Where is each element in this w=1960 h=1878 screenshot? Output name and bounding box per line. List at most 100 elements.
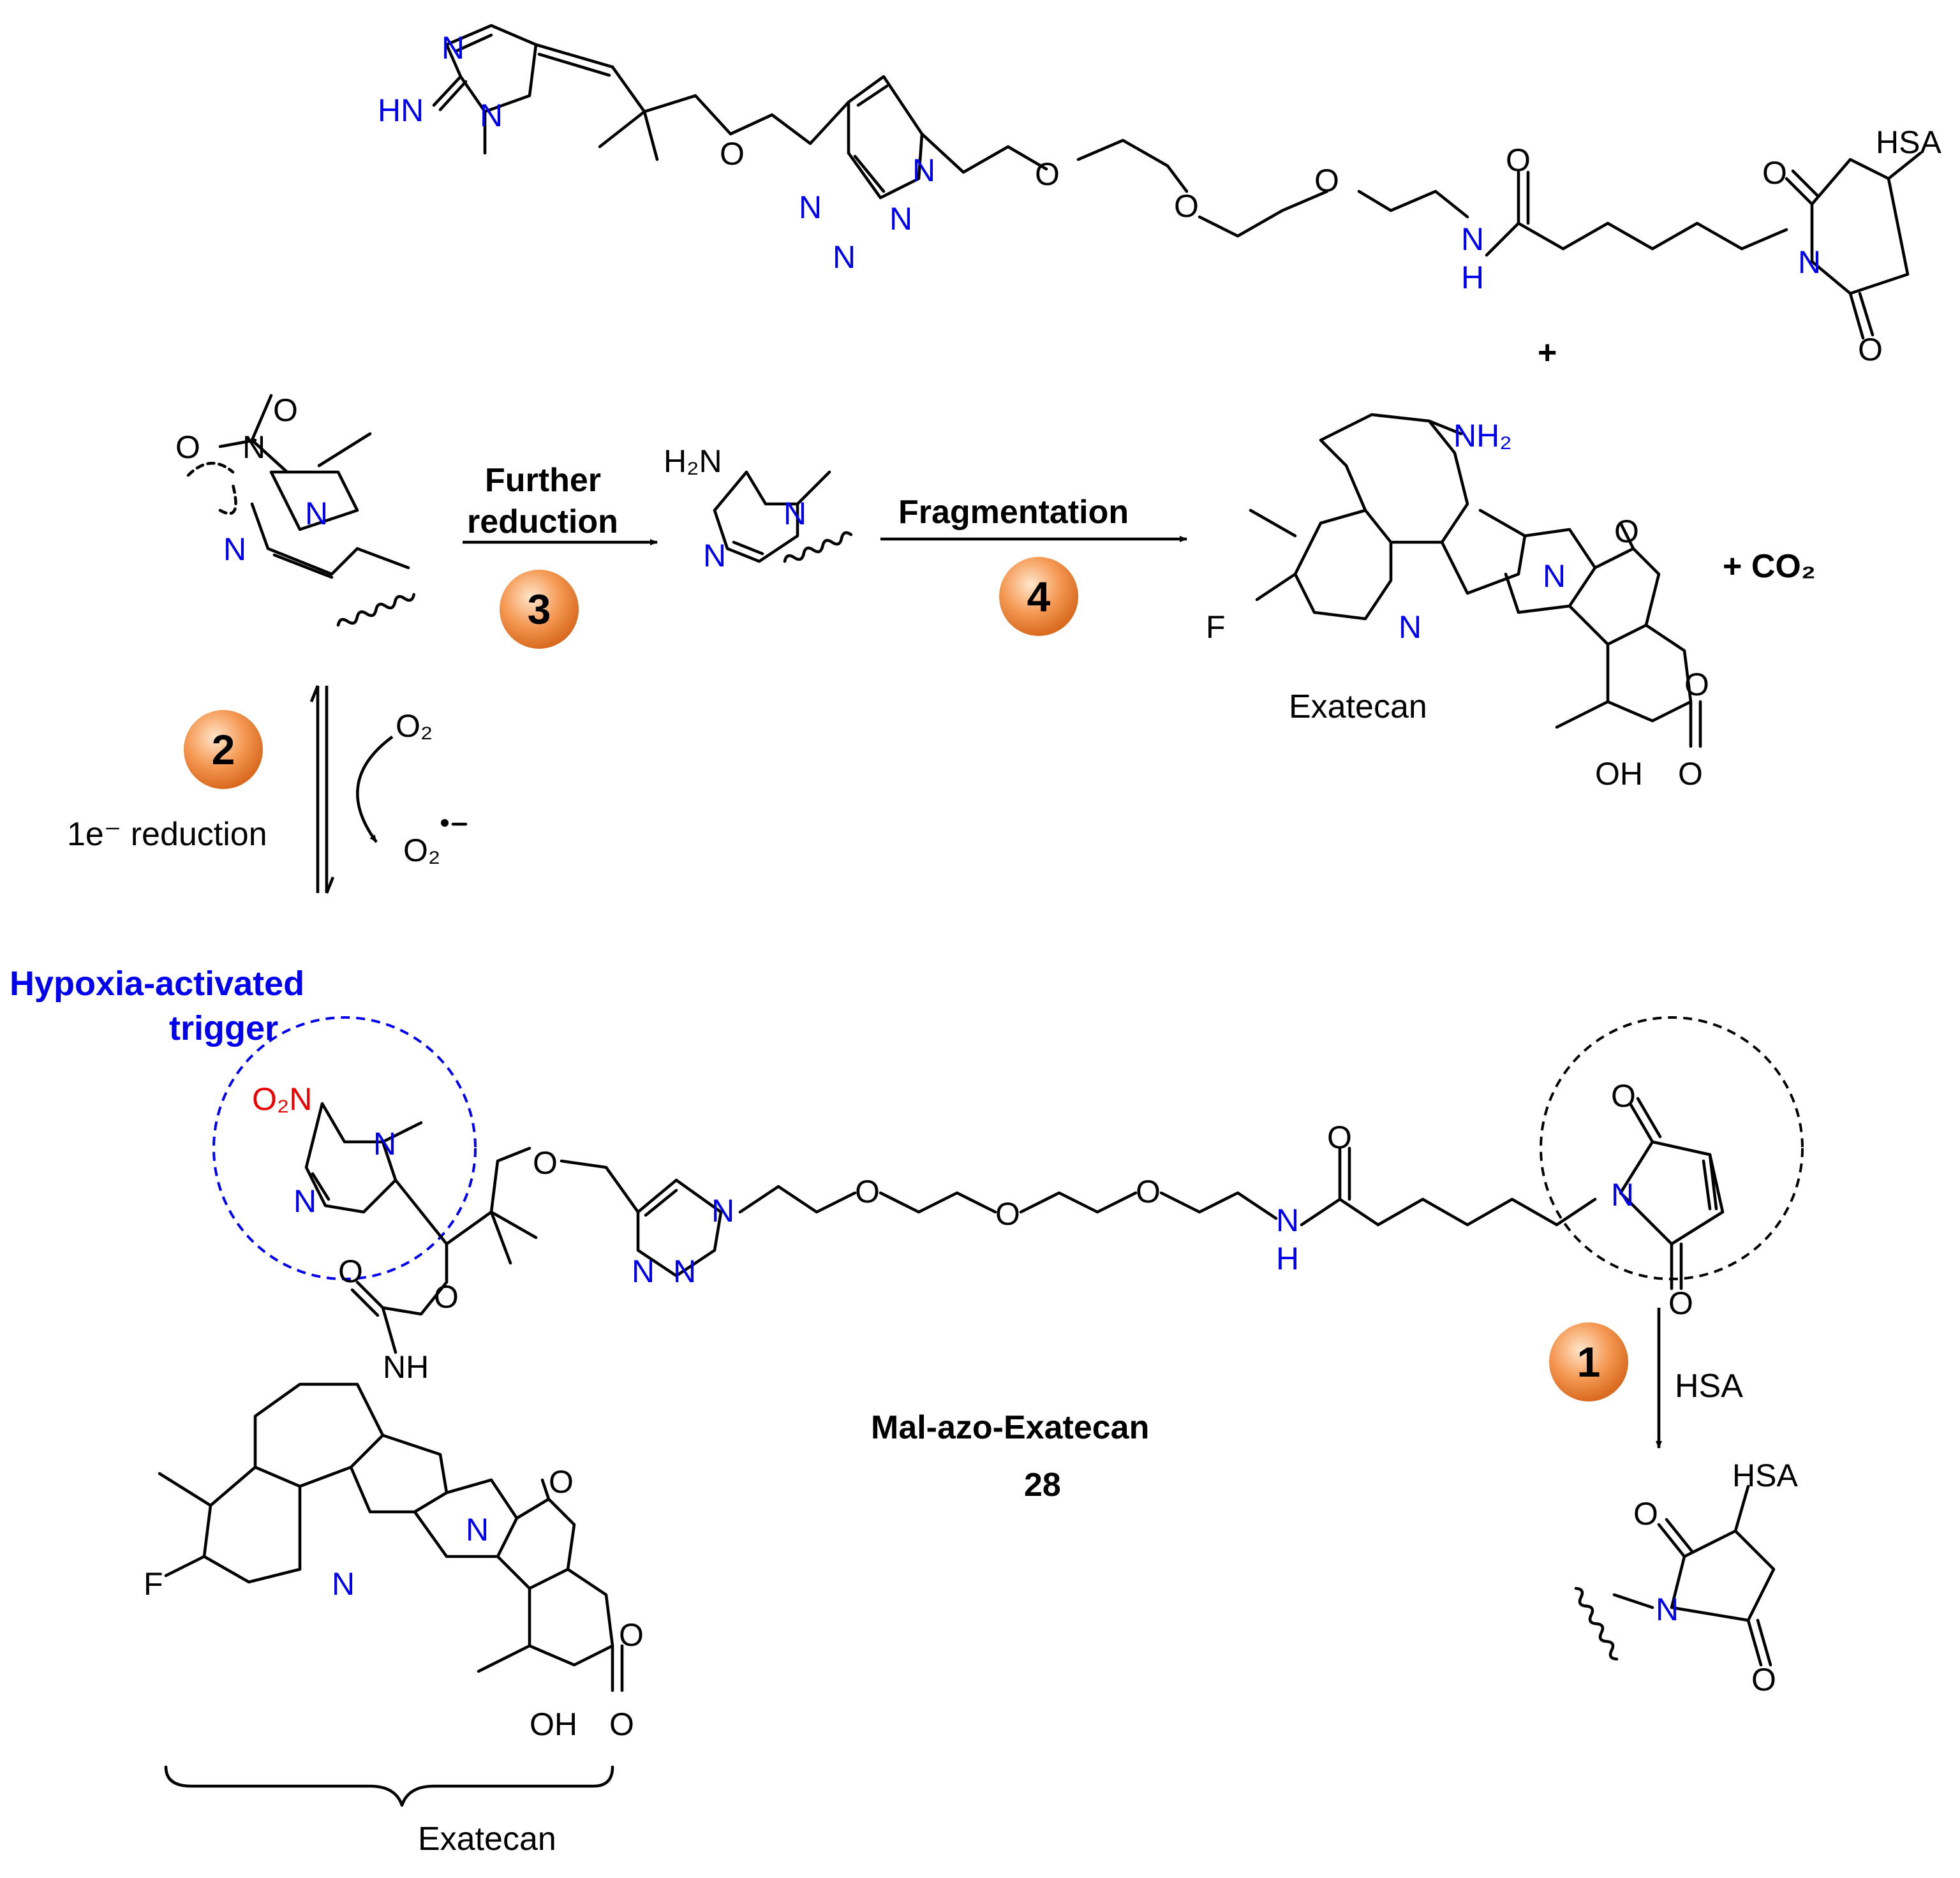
- atom-o: O: [609, 1706, 634, 1742]
- atom-n: N: [703, 538, 726, 573]
- atom-hsa: HSA: [1876, 124, 1941, 160]
- atom-o: O: [1614, 514, 1639, 549]
- atom-o: O: [1633, 1496, 1658, 1532]
- atom-o: O: [1858, 332, 1883, 367]
- atom-o: O: [1762, 155, 1787, 191]
- atom-n: N: [1399, 609, 1422, 645]
- nitro-radical-intermediate: [186, 394, 415, 627]
- atom-o: O: [1314, 163, 1339, 198]
- exatecan-label: Exatecan: [1289, 688, 1427, 725]
- step-4-number: 4: [1027, 573, 1051, 620]
- step-2-number: 2: [212, 726, 235, 773]
- linker-hsa-atom-labels: N HN N O N N N N O O O N H O N O O HSA +: [378, 30, 1941, 371]
- step-2-label: 1e⁻ reduction: [67, 816, 267, 853]
- compound-name: Mal-azo-Exatecan: [871, 1409, 1149, 1446]
- compound-number: 28: [1024, 1467, 1061, 1504]
- step-1-arrow: 1 HSA: [1549, 1308, 1743, 1449]
- atom-n: N: [1276, 1202, 1299, 1238]
- atom-f: F: [144, 1566, 163, 1602]
- amino-imidazole-intermediate: [713, 470, 853, 563]
- atom-o: O: [434, 1279, 459, 1315]
- amino-imidazole-atom-labels: H₂N N N: [664, 443, 806, 573]
- step-4-arrow: Fragmentation 4: [880, 494, 1187, 636]
- mal-azo-exatecan-atom-labels: O₂N N N O N N N O O O N H O N O O O O NH…: [144, 1078, 1693, 1858]
- atom-o: O: [1684, 667, 1709, 702]
- atom-hn: HN: [378, 92, 424, 128]
- atom-n: N: [889, 201, 912, 237]
- step-4-label: Fragmentation: [898, 494, 1129, 531]
- step-3-number: 3: [528, 586, 551, 633]
- atom-o2n: O₂N: [252, 1081, 312, 1117]
- step-1-label: HSA: [1675, 1368, 1743, 1405]
- atom-o: O: [995, 1196, 1020, 1232]
- oxygen-label: O₂: [396, 708, 433, 744]
- step-2-badge: [184, 710, 263, 789]
- trigger-label-line2: trigger: [169, 1009, 278, 1047]
- exatecan-product-atom-labels: NH₂ N N O O O OH F Exatecan + CO₂: [1206, 418, 1816, 792]
- atom-o: O: [855, 1174, 880, 1209]
- atom-n: N: [305, 496, 328, 531]
- atom-n: N: [1611, 1177, 1634, 1213]
- hsa-succinimide-fragment: [1574, 1484, 1776, 1667]
- atom-n: N: [711, 1193, 734, 1229]
- atom-n: N: [783, 496, 806, 531]
- atom-n: N: [332, 1566, 355, 1602]
- atom-nh2: NH₂: [1453, 418, 1512, 454]
- plus-sign: +: [1538, 334, 1557, 371]
- atom-o: O: [720, 136, 745, 172]
- step-1-badge: [1549, 1322, 1628, 1401]
- atom-o: O: [1327, 1120, 1352, 1155]
- atom-n: N: [442, 30, 464, 66]
- exatecan-brace-label: Exatecan: [418, 1821, 556, 1858]
- atom-h2n: H₂N: [664, 443, 722, 479]
- atom-o: O: [338, 1253, 363, 1289]
- radical-dot-icon: [441, 819, 449, 827]
- mal-azo-exatecan: [158, 1097, 1725, 1807]
- step-3-arrow: Further reduction 3: [463, 462, 658, 649]
- atom-f: F: [1206, 609, 1226, 645]
- atom-n: N: [293, 1183, 316, 1219]
- atom-o: O: [1751, 1662, 1776, 1697]
- nitro-radical-atom-labels: O O N N N: [175, 392, 328, 567]
- atom-o: O: [1035, 156, 1060, 192]
- atom-h: H: [1461, 260, 1484, 295]
- atom-n: N: [1798, 244, 1821, 280]
- atom-n: N: [223, 531, 246, 567]
- co2-label: + CO₂: [1723, 548, 1816, 585]
- atom-nh: NH: [383, 1349, 429, 1385]
- atom-n: N: [373, 1126, 396, 1162]
- atom-o: O: [619, 1617, 644, 1653]
- hsa-succinimide-atom-labels: N O O HSA: [1633, 1458, 1798, 1697]
- linker-hsa-product: [432, 24, 1922, 340]
- atom-oh: OH: [530, 1706, 577, 1742]
- atom-o: O: [533, 1145, 558, 1181]
- step-3-label-line2: reduction: [467, 503, 618, 540]
- atom-oh: OH: [1595, 756, 1643, 792]
- atom-o: O: [1174, 188, 1199, 224]
- step-1-number: 1: [1577, 1338, 1601, 1386]
- atom-o: O: [1668, 1285, 1693, 1321]
- atom-n: N: [673, 1253, 696, 1289]
- step-4-badge: [999, 557, 1078, 636]
- atom-n: N: [242, 429, 265, 465]
- atom-n: N: [632, 1253, 655, 1289]
- atom-n: N: [1656, 1592, 1679, 1627]
- atom-n: N: [1461, 221, 1484, 257]
- superoxide-label: O₂: [403, 832, 440, 868]
- atom-n: N: [466, 1512, 489, 1548]
- hypoxia-trigger-circle: Hypoxia-activated trigger: [10, 965, 477, 1280]
- atom-o: O: [175, 429, 200, 465]
- step-3-badge: [500, 570, 579, 649]
- atom-n: N: [799, 189, 822, 225]
- atom-o: O: [1678, 756, 1703, 792]
- atom-o: O: [1136, 1174, 1161, 1209]
- trigger-label-line1: Hypoxia-activated: [10, 965, 304, 1003]
- maleimide-circle: [1540, 1016, 1804, 1280]
- atom-o: O: [549, 1464, 574, 1500]
- atom-n: N: [912, 152, 935, 188]
- atom-n: N: [1543, 558, 1566, 594]
- atom-n: N: [480, 98, 503, 133]
- atom-n: N: [833, 239, 856, 275]
- atom-h: H: [1276, 1241, 1299, 1276]
